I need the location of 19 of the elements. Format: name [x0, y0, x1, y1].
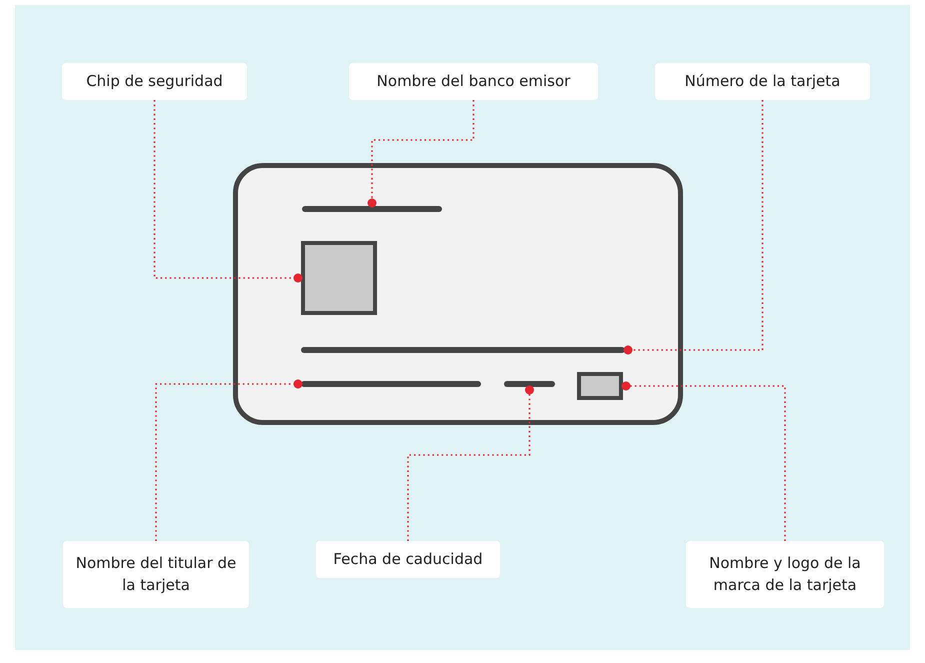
leader-line — [154, 100, 302, 282]
leader-line — [407, 386, 534, 541]
text-line — [301, 347, 625, 353]
text-line — [504, 381, 555, 387]
callout-label: Nombre del banco emisor — [349, 63, 598, 100]
callout-label: Nombre del titular de la tarjeta — [63, 541, 249, 608]
chip-square — [301, 241, 377, 315]
leader-line — [155, 380, 302, 541]
text-line — [302, 206, 442, 212]
card-outline — [233, 163, 683, 425]
leader-line — [368, 100, 474, 208]
callout-label: Nombre y logo de la marca de la tarjeta — [686, 541, 884, 608]
small-rectangle — [577, 372, 623, 400]
callout-label: Chip de seguridad — [62, 63, 247, 100]
leader-line — [624, 100, 764, 354]
callout-label: Número de la tarjeta — [655, 63, 870, 100]
callout-label: Fecha de caducidad — [316, 541, 500, 578]
text-line — [301, 381, 481, 387]
leader-line — [622, 382, 786, 541]
